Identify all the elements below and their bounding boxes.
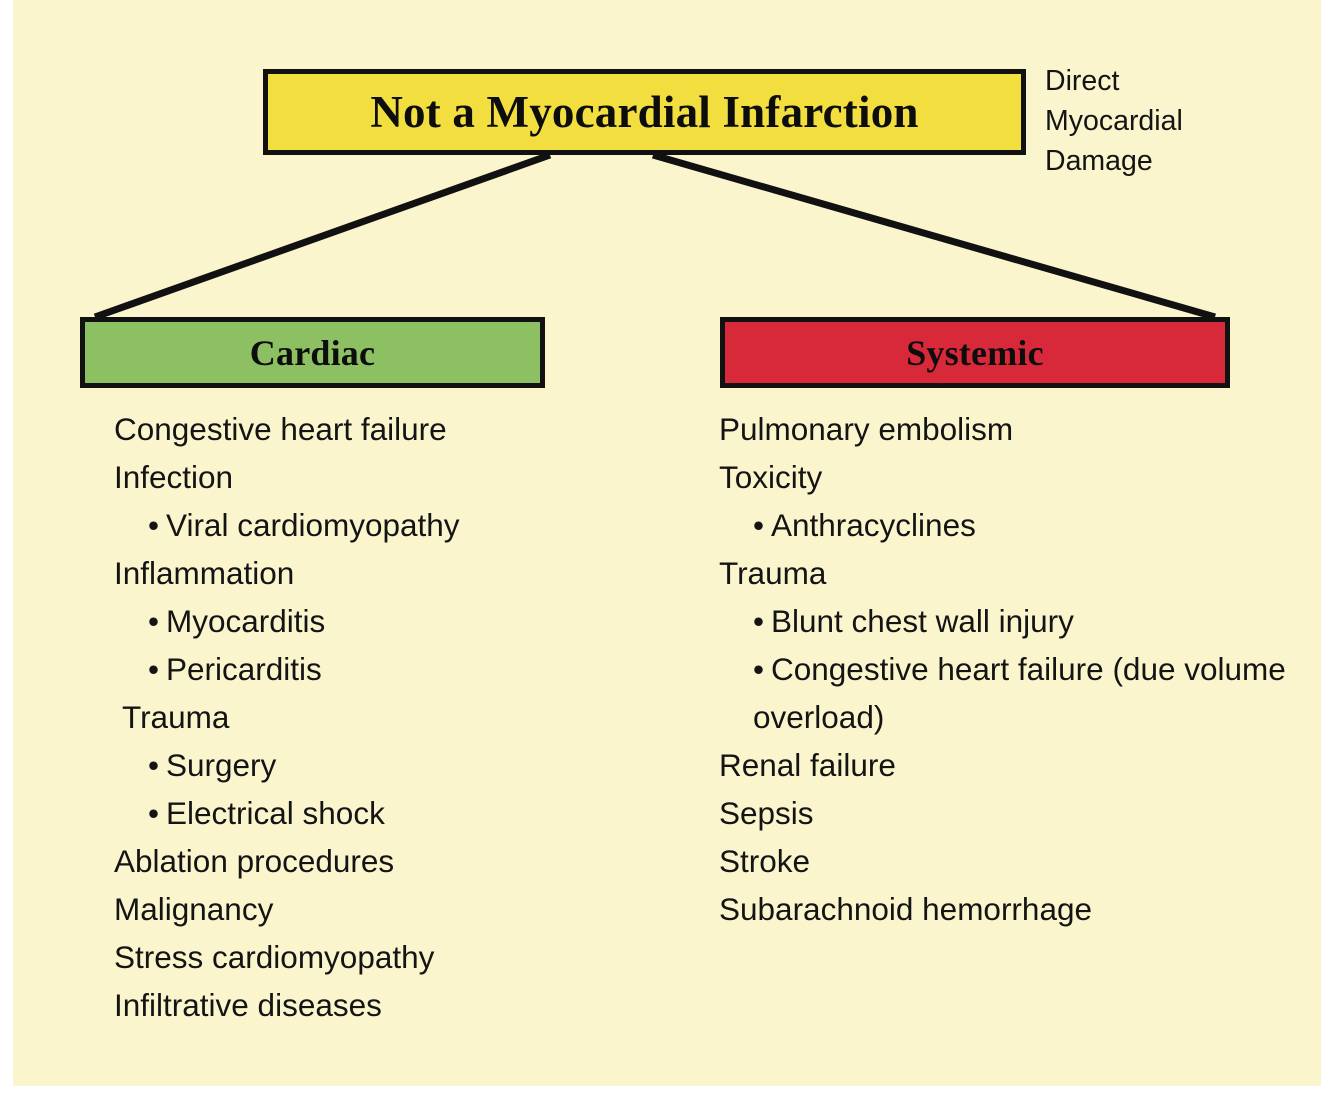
list-item: Congestive heart failure [100,405,700,453]
list-item: Toxicity [705,453,1305,501]
list-item: Sepsis [705,789,1305,837]
bullet-icon [753,501,771,549]
list-item-label: Blunt chest wall injury [771,603,1074,639]
list-item: Surgery [100,741,700,789]
connector-left-line [93,151,552,321]
side-caption-line-1: Direct [1045,65,1120,97]
list-item-label: Pulmonary embolism [719,411,1014,447]
list-item-label: Electrical shock [166,795,385,831]
list-item-label: Stroke [719,843,811,879]
side-caption-line-2: Myocardial [1045,105,1183,137]
list-item-label: Viral cardiomyopathy [166,507,460,543]
list-item-label: Toxicity [719,459,823,495]
list-item: Inflammation [100,549,700,597]
cardiac-box: Cardiac [80,317,545,388]
title-box: Not a Myocardial Infarction [263,69,1026,155]
list-item-label: Malignancy [114,891,274,927]
list-item-label: Renal failure [719,747,896,783]
list-item: Renal failure [705,741,1305,789]
list-item-label: Congestive heart failure (due volume ove… [753,651,1295,735]
diagram-canvas: Not a Myocardial Infarction Direct Myoca… [13,0,1321,1086]
list-item: Pericarditis [100,645,700,693]
list-item-label: Sepsis [719,795,814,831]
list-item: Subarachnoid hemorrhage [705,885,1305,933]
list-item-label: Surgery [166,747,277,783]
bullet-icon [753,645,771,693]
list-item: Congestive heart failure (due volume ove… [705,645,1305,741]
systemic-list: Pulmonary embolismToxicityAnthracyclines… [705,405,1305,933]
list-item: Anthracyclines [705,501,1305,549]
list-item-label: Subarachnoid hemorrhage [719,891,1093,927]
list-item: Infiltrative diseases [100,981,700,1029]
list-item: Myocarditis [100,597,700,645]
list-item: Stroke [705,837,1305,885]
list-item-label: Ablation procedures [114,843,395,879]
bullet-icon [148,597,166,645]
list-item: Pulmonary embolism [705,405,1305,453]
bullet-icon [148,789,166,837]
list-item-label: Congestive heart failure [114,411,447,447]
bullet-icon [148,741,166,789]
list-item: Trauma [705,549,1305,597]
list-item: Stress cardiomyopathy [100,933,700,981]
list-item: Ablation procedures [100,837,700,885]
list-item: Infection [100,453,700,501]
side-caption: Direct Myocardial Damage [1045,61,1295,181]
list-item-label: Infection [114,459,234,495]
side-caption-line-3: Damage [1045,145,1153,177]
list-item: Viral cardiomyopathy [100,501,700,549]
bullet-icon [148,501,166,549]
list-item-label: Myocarditis [166,603,326,639]
list-item-label: Pericarditis [166,651,322,687]
list-item-label: Stress cardiomyopathy [114,939,435,975]
list-item-label: Trauma [122,699,230,735]
list-item-label: Anthracyclines [771,507,976,543]
list-item-label: Infiltrative diseases [114,987,382,1023]
list-item: Blunt chest wall injury [705,597,1305,645]
list-item-label: Trauma [719,555,827,591]
list-item: Trauma [100,693,700,741]
bullet-icon [753,597,771,645]
bullet-icon [148,645,166,693]
systemic-box: Systemic [720,317,1230,388]
list-item-label: Inflammation [114,555,295,591]
list-item: Electrical shock [100,789,700,837]
cardiac-list: Congestive heart failureInfectionViral c… [100,405,700,1029]
list-item: Malignancy [100,885,700,933]
